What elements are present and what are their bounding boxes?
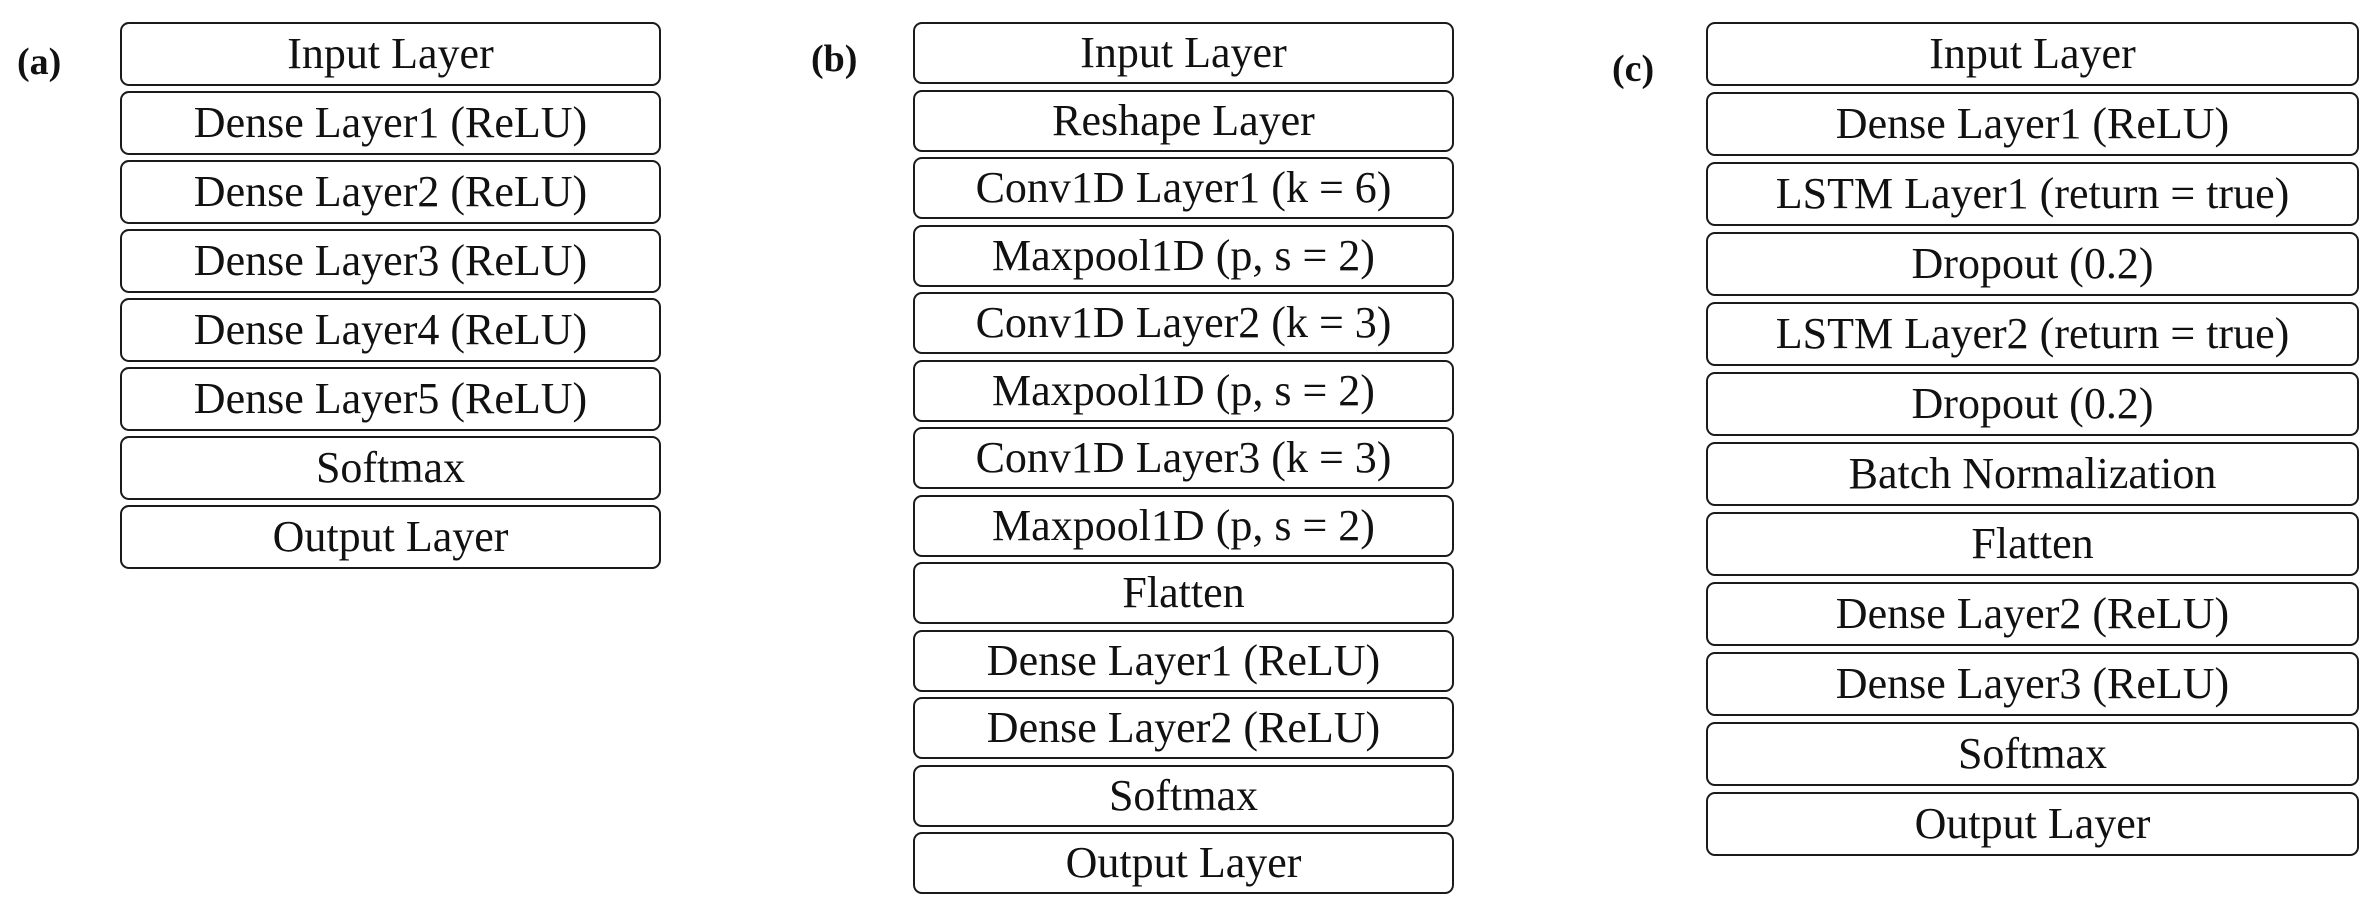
layer-box: Dense Layer3 (ReLU) [1706, 652, 2359, 716]
layer-box: Dropout (0.2) [1706, 372, 2359, 436]
layer-box: Dropout (0.2) [1706, 232, 2359, 296]
layer-box: Output Layer [120, 505, 661, 569]
layer-box: Input Layer [1706, 22, 2359, 86]
layer-box: Maxpool1D (p, s = 2) [913, 359, 1454, 422]
layer-box: Softmax [913, 764, 1454, 827]
layer-box: Output Layer [913, 832, 1454, 894]
layer-box: Output Layer [1706, 792, 2359, 856]
layer-box: Dense Layer1 (ReLU) [1706, 92, 2359, 156]
layer-box: Conv1D Layer1 (k = 6) [913, 157, 1454, 219]
layer-box: Batch Normalization [1706, 442, 2359, 506]
layer-box: Flatten [1706, 512, 2359, 576]
layer-box: Softmax [120, 436, 661, 500]
layer-box: Input Layer [913, 22, 1454, 84]
layer-box: Dense Layer3 (ReLU) [120, 229, 661, 293]
layer-box: Reshape Layer [913, 89, 1454, 152]
layer-box: Dense Layer2 (ReLU) [120, 160, 661, 224]
panel-label: (b) [811, 38, 858, 80]
layer-box: Softmax [1706, 722, 2359, 786]
layer-box: Conv1D Layer2 (k = 3) [913, 292, 1454, 354]
layer-box: Dense Layer5 (ReLU) [120, 367, 661, 431]
layer-box: Flatten [913, 562, 1454, 624]
layer-box: Conv1D Layer3 (k = 3) [913, 427, 1454, 489]
layer-box: Dense Layer2 (ReLU) [913, 697, 1454, 759]
layer-box: LSTM Layer2 (return = true) [1706, 302, 2359, 366]
panel-label: (a) [17, 41, 62, 83]
layer-box: Maxpool1D (p, s = 2) [913, 224, 1454, 287]
layer-box: Input Layer [120, 22, 661, 86]
layer-box: Dense Layer2 (ReLU) [1706, 582, 2359, 646]
layer-box: Maxpool1D (p, s = 2) [913, 494, 1454, 557]
layer-box: Dense Layer4 (ReLU) [120, 298, 661, 362]
panel-label: (c) [1612, 48, 1655, 90]
layer-box: Dense Layer1 (ReLU) [120, 91, 661, 155]
layer-box: Dense Layer1 (ReLU) [913, 629, 1454, 692]
layer-box: LSTM Layer1 (return = true) [1706, 162, 2359, 226]
